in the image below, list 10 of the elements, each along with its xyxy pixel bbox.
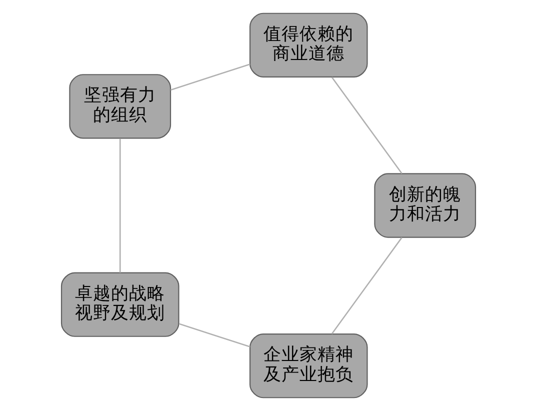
- connector: [178, 322, 250, 347]
- connector: [170, 63, 250, 90]
- node-box: 坚强有力的组织: [68, 74, 171, 138]
- node-box: 创新的魄力和活力: [374, 172, 476, 238]
- node-box: 企业家精神及产业抱负: [248, 333, 368, 398]
- connector: [118, 138, 120, 272]
- node-box: 值得依赖的商业道德: [248, 12, 368, 77]
- connector: [330, 236, 402, 334]
- node-box: 卓越的战略视野及规划: [60, 272, 179, 336]
- connector: [330, 76, 402, 174]
